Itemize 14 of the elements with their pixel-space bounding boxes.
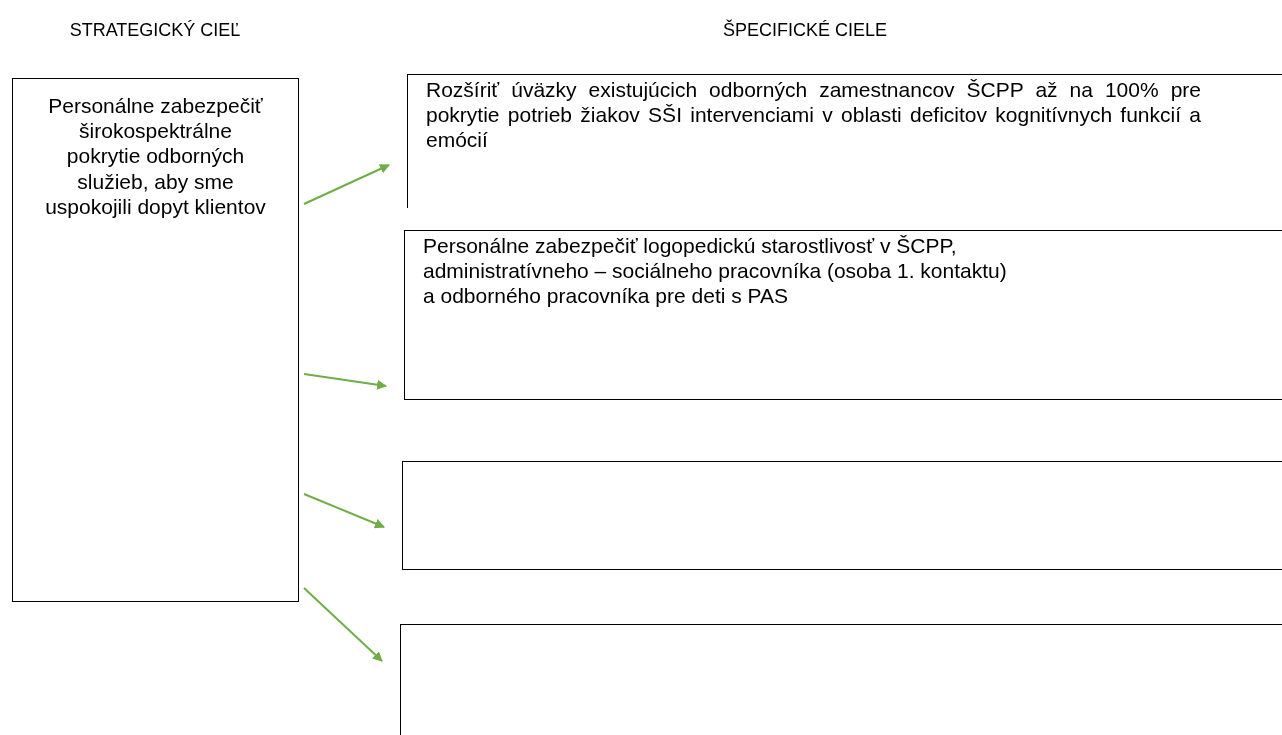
objective-box <box>404 230 1282 400</box>
empty-box <box>400 624 1282 735</box>
arrow <box>303 373 387 390</box>
empty-box <box>402 461 1282 570</box>
box-text: Rozšíriť úväzky existujúcich odborných zamestnancov ŠCPP až na 100% pre pokrytie potrieb žiakov SŠI intervenciami v oblasti deficitov kognitívnych funkcií a emócií <box>426 77 1201 153</box>
objective-box <box>407 74 1282 208</box>
arrow <box>303 164 390 205</box>
arrow <box>303 493 385 529</box>
box-text: Personálne zabezpečiť logopedickú starostlivosť v ŠCPP, administratívneho – sociálneho pracovníka (osoba 1. kontaktu) a odborného pracovníka pre deti s PAS <box>423 233 1008 309</box>
box-text: Personálne zabezpečiť širokospektrálne pokrytie odborných služieb, aby sme uspokojili dopyt klientov <box>44 93 267 220</box>
column-heading: ŠPECIFICKÉ CIELE <box>722 20 888 41</box>
goal-box <box>12 78 299 602</box>
column-heading: STRATEGICKÝ CIEĽ <box>69 20 241 41</box>
arrow <box>303 587 383 662</box>
